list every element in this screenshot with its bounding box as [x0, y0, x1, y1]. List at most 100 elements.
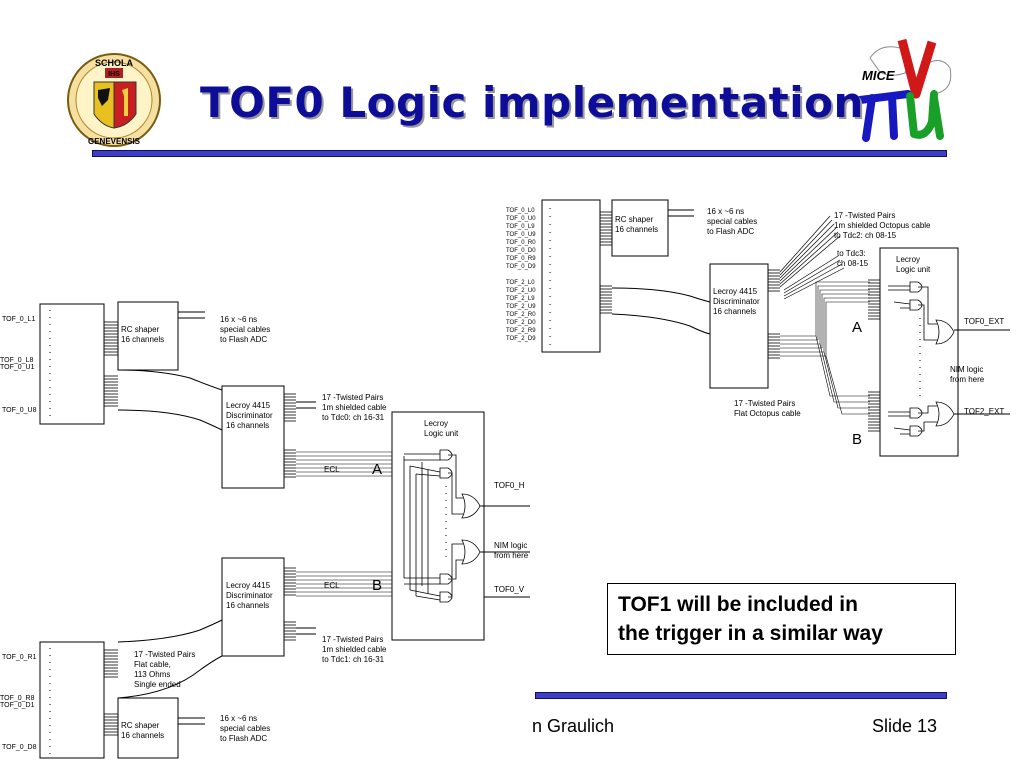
signal-right-8: TOF_2_L0 — [506, 280, 535, 286]
right-connector-pins — [600, 211, 612, 314]
callout-line2: the trigger in a similar way — [618, 622, 883, 645]
right-shaper-line1: RC shaper — [615, 215, 654, 224]
right-logic-unit — [879, 247, 959, 457]
right-nim-line2: from here — [950, 375, 985, 384]
signal-tof0-u8: TOF_0_U8 — [2, 407, 37, 414]
right-logic-diagram: TOF_0_L0 TOF_0_U0 TOF_0_L9 TOF_0_U9 TOF_… — [506, 199, 1010, 457]
channel-label-b: B — [372, 577, 382, 594]
flat-cable-line1: 17 -Twisted Pairs — [134, 650, 195, 659]
upper-connector-pins — [104, 321, 118, 407]
right-disc-line3: 16 channels — [713, 307, 756, 316]
signal-right-10: TOF_2_L9 — [506, 296, 535, 302]
signal-right-7: TOF_0_D9 — [506, 264, 536, 270]
signal-right-11: TOF_2_U9 — [506, 304, 536, 310]
lower-cable-line2: special cables — [220, 724, 270, 733]
upper-tdc-line1: 17 -Twisted Pairs — [322, 393, 383, 402]
left-logic-gates — [403, 449, 481, 603]
mice-logo: MICE — [856, 38, 952, 142]
output-tof0-ext: TOF0_EXT — [964, 317, 1004, 326]
signal-tof0-l8: TOF_0_L8 — [0, 357, 33, 364]
left-logic-line2: Logic unit — [424, 429, 459, 438]
lower-disc-line2: Discriminator — [226, 591, 273, 600]
octo-cable-line2: 1m shielded Octopus cable — [834, 221, 931, 230]
lower-rc-shaper — [117, 697, 179, 759]
right-cable-line2: special cables — [707, 217, 757, 226]
ecl-cable-b — [296, 571, 392, 597]
right-logic-pins — [868, 279, 880, 432]
upper-flat-cable — [117, 369, 223, 431]
signal-right-1: TOF_0_U0 — [506, 216, 536, 222]
signal-tof0-r1: TOF_0_R1 — [2, 654, 37, 661]
signal-right-0: TOF_0_L0 — [506, 208, 535, 214]
right-shaper-line2: 16 channels — [615, 225, 658, 234]
nim-logic-line1: NIM logic — [494, 541, 527, 550]
right-cable-line3: to Flash ADC — [707, 227, 754, 236]
signal-tof0-u1: TOF_0_U1 — [0, 364, 35, 371]
output-tof0-v: TOF0_V — [494, 585, 525, 594]
right-disc-pins — [768, 269, 780, 359]
upper-cable-line2: special cables — [220, 325, 270, 334]
right-shaper-out — [668, 209, 694, 217]
lower-shaper-line1: RC shaper — [121, 721, 160, 730]
upper-tdc-line2: 1m shielded cable — [322, 403, 387, 412]
flat-cable-line2: Flat cable, — [134, 660, 171, 669]
signal-right-5: TOF_0_D0 — [506, 248, 536, 254]
left-logic-outputs — [480, 505, 530, 553]
right-nim-line1: NIM logic — [950, 365, 983, 374]
upper-tdc-line3: to Tdc0: ch 16-31 — [322, 413, 385, 422]
nim-logic-line2: from here — [494, 551, 529, 560]
lower-connector-pins — [104, 649, 118, 736]
lower-tdc-line1: 17 -Twisted Pairs — [322, 635, 383, 644]
right-flat-line2: Flat Octopus cable — [734, 409, 801, 418]
upper-disc-pins-bottom — [284, 449, 296, 478]
lower-cable-line3: to Flash ADC — [220, 734, 267, 743]
left-logic-unit — [391, 411, 485, 641]
signal-tof0-r8: TOF_0_R8 — [0, 695, 35, 702]
lower-disc-line1: Lecroy 4415 — [226, 581, 271, 590]
output-tof0-h: TOF0_H — [494, 481, 525, 490]
right-logic-line2: Logic unit — [896, 265, 931, 274]
signal-right-3: TOF_0_U9 — [506, 232, 536, 238]
right-logic-outputs — [954, 329, 1010, 415]
lower-shaper-out — [178, 717, 205, 725]
octo-cable-line1: 17 -Twisted Pairs — [834, 211, 895, 220]
signal-right-2: TOF_0_L9 — [506, 224, 535, 230]
signal-tof0-d8: TOF_0_D8 — [2, 744, 37, 751]
tdc3-line2: ch 08-15 — [837, 259, 869, 268]
footer-divider — [535, 692, 947, 699]
right-channel-label-a: A — [852, 319, 862, 336]
left-logic-line1: Lecroy — [424, 419, 448, 428]
title-divider — [92, 150, 947, 157]
upper-tdc-cable — [296, 401, 316, 409]
left-logic-diagram: TOF_0_L1 TOF_0_L8 TOF_0_U1 TOF_0_U8 RC s… — [0, 301, 530, 759]
right-flat-cable — [611, 287, 711, 335]
right-logic-line1: Lecroy — [896, 255, 920, 264]
lower-tdc-line3: to Tdc1: ch 16-31 — [322, 655, 385, 664]
flat-cable-line4: Single ended — [134, 680, 181, 689]
signal-right-12: TOF_2_R0 — [506, 312, 536, 318]
octo-cable-line3: to Tdc2: ch 08-15 — [834, 231, 897, 240]
page-title: TOF0 Logic implementation — [200, 78, 864, 127]
tdc3-line1: to Tdc3: — [837, 249, 866, 258]
upper-disc-line3: 16 channels — [226, 421, 269, 430]
lower-disc-line3: 16 channels — [226, 601, 269, 610]
lower-tdc-cable — [296, 627, 316, 635]
upper-shaper-out — [178, 311, 205, 319]
ecl-label-b: ECL — [324, 581, 340, 590]
seal-text-bottom: GENEVENSIS — [88, 137, 141, 146]
lower-cable-line1: 16 x ~6 ns — [220, 714, 257, 723]
lower-connector-block — [39, 641, 105, 759]
signal-right-6: TOF_0_R9 — [506, 256, 536, 262]
upper-rc-shaper — [117, 301, 179, 371]
upper-disc-line2: Discriminator — [226, 411, 273, 420]
upper-disc-pins-top — [284, 393, 296, 422]
upper-shaper-line1: RC shaper — [121, 325, 160, 334]
upper-cable-line1: 16 x ~6 ns — [220, 315, 257, 324]
output-tof2-ext: TOF2_EXT — [964, 407, 1004, 416]
right-channel-label-b: B — [852, 431, 862, 448]
upper-signal-labels: TOF_0_L1 TOF_0_L8 TOF_0_U1 TOF_0_U8 — [0, 316, 37, 414]
right-rc-shaper — [611, 199, 669, 257]
signal-right-13: TOF_2_D0 — [506, 320, 536, 326]
seal-badge: IHS — [108, 71, 120, 78]
right-cable-line1: 16 x ~6 ns — [707, 207, 744, 216]
